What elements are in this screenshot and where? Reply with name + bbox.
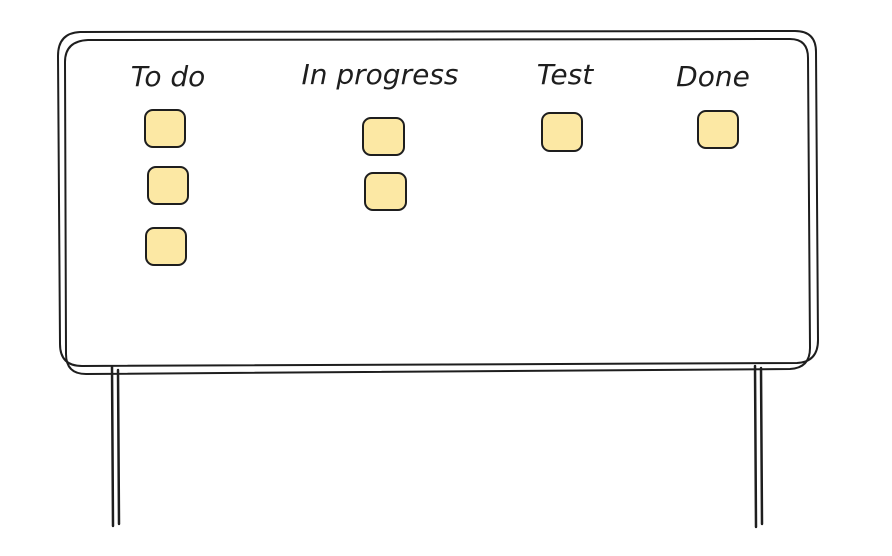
board-leg-left [110, 365, 121, 528]
card-in-progress-1 [362, 117, 405, 156]
column-title-in-progress: In progress [301, 58, 458, 91]
column-title-test: Test [537, 58, 594, 91]
column-title-todo: To do [131, 60, 206, 93]
board-frame [57, 30, 819, 375]
card-todo-1 [144, 109, 186, 148]
column-title-done: Done [676, 60, 750, 93]
board-leg-right [753, 364, 764, 529]
card-test-1 [541, 112, 583, 152]
card-todo-3 [145, 227, 187, 266]
card-todo-2 [147, 166, 189, 205]
card-in-progress-2 [364, 172, 407, 211]
column-todo-cards [144, 109, 189, 266]
column-done-cards [697, 110, 739, 149]
column-in-progress-cards [362, 117, 407, 211]
column-test-cards [541, 112, 583, 152]
card-done-1 [697, 110, 739, 149]
